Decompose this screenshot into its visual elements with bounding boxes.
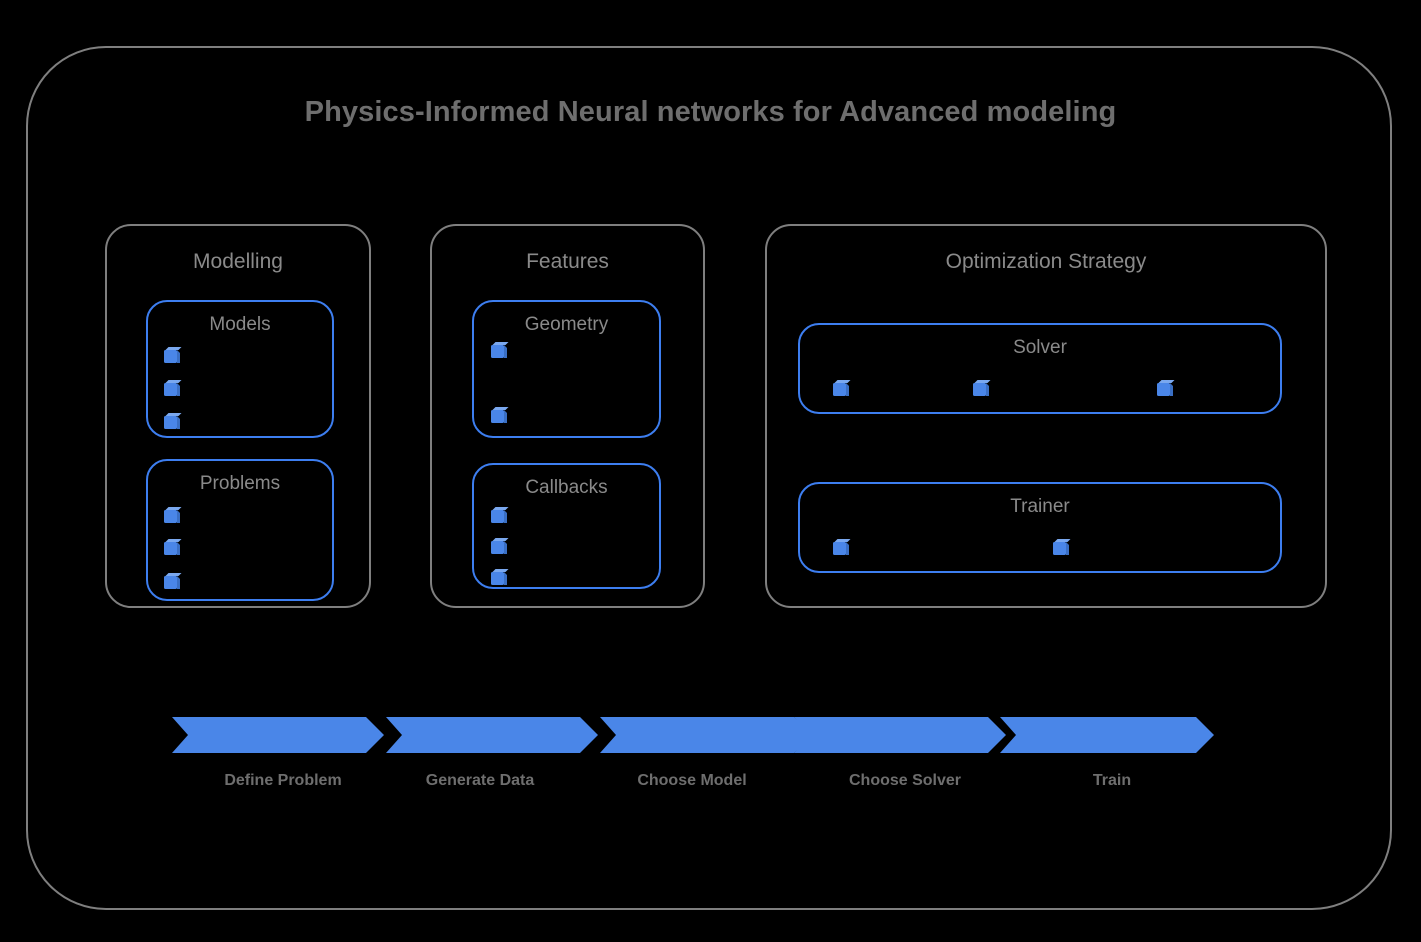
card-models-label: Models — [209, 314, 271, 335]
group-optimization-strategy[interactable]: Optimization Strategy — [765, 224, 1327, 608]
bullet-cube — [491, 345, 507, 358]
card-solver-label: Solver — [1013, 337, 1067, 358]
group-features[interactable]: Features — [430, 224, 705, 608]
flow-label-5: Train — [1092, 772, 1132, 789]
bullet-cube — [164, 510, 180, 523]
bullet-cube — [1053, 542, 1069, 555]
page-title: Physics-Informed Neural networks for Adv… — [304, 96, 1117, 128]
flow-label-3: Choose Model — [637, 772, 747, 789]
flow-label-4: Choose Solver — [848, 772, 962, 789]
bullet-cube — [164, 416, 180, 429]
flow-label-2: Generate Data — [425, 772, 535, 789]
bullet-cube — [164, 383, 180, 396]
flow-chevron-4[interactable] — [794, 717, 1006, 753]
card-geometry-label: Geometry — [524, 314, 609, 335]
card-callbacks[interactable]: Callbacks — [472, 463, 661, 589]
group-modelling[interactable]: Modelling — [105, 224, 371, 608]
card-problems[interactable]: Problems — [146, 459, 334, 601]
card-solver[interactable]: Solver — [798, 323, 1282, 414]
bullet-cube — [491, 410, 507, 423]
flow-label-1: Define Problem — [224, 772, 342, 789]
flow-chevron-1[interactable] — [172, 717, 384, 753]
flow-chevron-3[interactable] — [600, 717, 812, 753]
bullet-cube — [491, 572, 507, 585]
card-problems-label: Problems — [199, 473, 281, 494]
card-trainer[interactable]: Trainer — [798, 482, 1282, 573]
card-models[interactable]: Models — [146, 300, 334, 438]
bullet-cube — [973, 383, 989, 396]
bullet-cube — [833, 542, 849, 555]
process-flow — [172, 717, 1214, 753]
bullet-cube — [1157, 383, 1173, 396]
group-optimization-label: Optimization Strategy — [945, 250, 1147, 273]
group-features-label: Features — [526, 250, 609, 273]
bullet-cube — [491, 510, 507, 523]
bullet-cube — [164, 542, 180, 555]
bullet-cube — [164, 576, 180, 589]
card-callbacks-label: Callbacks — [525, 477, 608, 498]
group-modelling-label: Modelling — [193, 250, 283, 273]
outer-frame — [26, 46, 1392, 910]
bullet-cube — [491, 541, 507, 554]
flow-chevron-5[interactable] — [1000, 717, 1214, 753]
card-trainer-label: Trainer — [1010, 496, 1070, 517]
flow-chevron-2[interactable] — [386, 717, 598, 753]
bullet-cube — [164, 350, 180, 363]
card-geometry[interactable]: Geometry — [472, 300, 661, 438]
bullet-cube — [833, 383, 849, 396]
